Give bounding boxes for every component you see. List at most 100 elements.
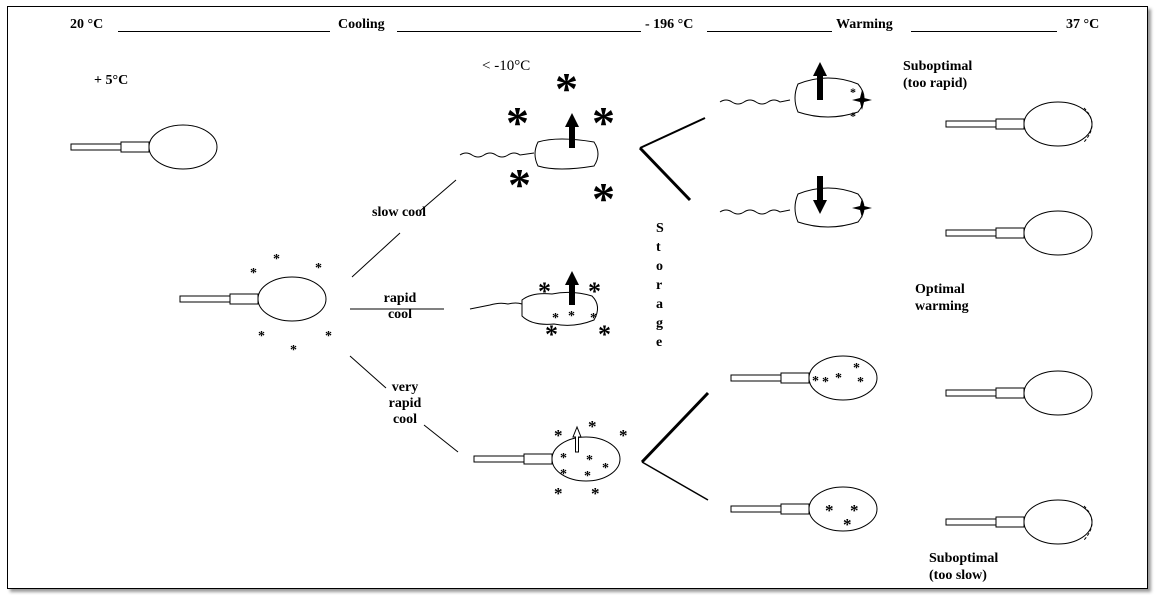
header-temp-end: 37 °C	[1066, 17, 1100, 32]
header-line	[118, 31, 330, 32]
svg-text:*: *	[843, 515, 852, 534]
svg-text:*: *	[592, 97, 615, 148]
svg-text:*: *	[857, 375, 864, 390]
svg-text:*: *	[508, 159, 531, 210]
warming-branch	[639, 117, 706, 149]
crystal-burst	[852, 90, 872, 218]
loop-final	[945, 370, 1093, 416]
svg-text:*: *	[850, 85, 856, 99]
svg-text:*: *	[853, 361, 860, 376]
optimal-line1: Optimal	[915, 282, 965, 297]
svg-text:*: *	[591, 484, 600, 503]
very-rapid-branch	[423, 424, 459, 453]
svg-text:*: *	[250, 266, 257, 281]
cell-body	[794, 77, 865, 118]
cell-tail	[719, 209, 791, 215]
slow-cool-branch	[351, 232, 401, 278]
storage-letter: e	[656, 335, 663, 350]
storage-letter: S	[656, 221, 664, 236]
svg-text:*: *	[538, 277, 551, 306]
svg-text:*: *	[325, 329, 332, 344]
storage-letter: a	[656, 297, 663, 312]
cell-body	[521, 291, 598, 326]
storage-letter: g	[656, 316, 663, 331]
very-rapid-branch	[349, 355, 387, 389]
very-rapid-line1: very	[391, 380, 419, 395]
rapid-cool-line2: cool	[387, 307, 413, 322]
header-line	[707, 31, 832, 32]
warming-branch	[641, 461, 709, 501]
optimal-warming-label: Optimal warming	[915, 281, 969, 315]
svg-text:*: *	[315, 261, 322, 276]
svg-text:*: *	[598, 320, 611, 349]
slow-cool-branch	[419, 179, 457, 212]
svg-text:*: *	[592, 173, 615, 224]
loop-final	[945, 499, 1093, 545]
svg-text:*: *	[554, 426, 563, 445]
svg-text:*: *	[258, 329, 265, 344]
down-arrow-icon	[813, 176, 827, 214]
cell-body	[534, 138, 599, 170]
up-arrow-icon	[813, 62, 827, 100]
storage-letter: t	[656, 240, 661, 255]
svg-text:*: *	[588, 277, 601, 306]
warming-branch	[640, 391, 710, 464]
svg-text:*: *	[560, 451, 567, 466]
optimal-line2: warming	[915, 299, 969, 314]
suboptimal-slow-label: Suboptimal (too slow)	[929, 550, 998, 584]
svg-text:*: *	[555, 63, 578, 114]
header-temp-storage: - 196 °C	[645, 17, 694, 32]
svg-text:*: *	[545, 320, 558, 349]
loop-vitrified	[473, 436, 621, 482]
svg-text:*: *	[590, 311, 597, 326]
svg-text:*: *	[850, 501, 859, 520]
svg-text:*: *	[554, 484, 563, 503]
header-phase-cooling: Cooling	[338, 17, 385, 32]
svg-text:*: *	[825, 501, 834, 520]
subopt-slow-line1: Suboptimal	[929, 551, 999, 566]
svg-text:*: *	[560, 467, 567, 482]
cell-body	[794, 187, 865, 228]
very-rapid-line2: rapid	[388, 396, 422, 411]
ice-crystals: * * * * * * * * * * * * * * * * * * * * …	[250, 63, 864, 534]
svg-text:*: *	[588, 417, 597, 436]
loop-final	[945, 101, 1093, 147]
cell-tail	[469, 302, 523, 310]
svg-text:*: *	[586, 453, 593, 468]
subopt-rapid-line1: Suboptimal	[903, 59, 973, 74]
very-rapid-cool-label: very rapid cool	[380, 380, 430, 428]
svg-text:*: *	[552, 311, 559, 326]
storage-letter: r	[656, 278, 663, 293]
cell-tail	[719, 99, 791, 105]
start-temp-label: + 5°C	[94, 73, 129, 88]
up-arrow-icon	[565, 271, 579, 305]
diagram-frame	[7, 6, 1148, 589]
loop-equilibrated	[179, 276, 327, 322]
warming-branch	[638, 146, 692, 202]
header-temp-start: 20 °C	[70, 17, 104, 32]
svg-text:*: *	[506, 97, 529, 148]
up-arrow-icon	[565, 113, 579, 148]
small-up-arrow-icon	[572, 425, 582, 453]
header-line	[911, 31, 1057, 32]
subzero-temp-label: < -10°C	[482, 58, 531, 74]
svg-text:*: *	[850, 109, 856, 123]
very-rapid-line3: cool	[392, 412, 418, 427]
slow-cool-label: slow cool	[372, 205, 427, 220]
svg-text:*: *	[835, 371, 842, 386]
svg-text:*: *	[290, 343, 297, 358]
svg-text:*: *	[822, 375, 829, 390]
suboptimal-rapid-label: Suboptimal (too rapid)	[903, 58, 972, 92]
svg-text:*: *	[812, 374, 819, 389]
loop-initial	[70, 124, 218, 170]
svg-text:*: *	[602, 461, 609, 476]
loop-final	[945, 210, 1093, 256]
svg-text:*: *	[619, 426, 628, 445]
header-line	[397, 31, 641, 32]
subopt-slow-line2: (too slow)	[929, 568, 987, 583]
rapid-cool-label: rapid cool	[370, 291, 430, 323]
header-phase-warming: Warming	[836, 17, 893, 32]
cell-tail	[459, 152, 535, 158]
subopt-rapid-line2: (too rapid)	[903, 76, 968, 91]
